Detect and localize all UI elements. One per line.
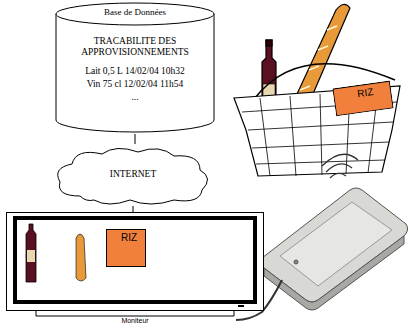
bottle-label [27,250,35,262]
internet-cloud: INTERNET [50,144,216,206]
cloud-label: INTERNET [50,169,216,180]
monitor-stand [36,311,234,316]
monitor-screen [15,218,255,302]
power-led [238,305,244,307]
record-text: Vin 75 cl 12/02/04 11h54 [61,79,209,90]
record-text: Lait 0,5 L 14/02/04 10h32 [61,66,209,77]
monitor-case [7,213,264,311]
rice-box: RIZ [106,229,152,267]
database-cylinder: Base de DonnéesTRACABILITE DES APPROVISI… [55,2,215,134]
box-label: RIZ [106,232,152,244]
cylinder-body [56,14,214,132]
screen-bread [76,234,86,281]
monitor: Moniteur RIZ [6,212,264,326]
monitor-label: Moniteur [6,317,264,325]
network-line [133,206,134,212]
network-line [135,134,136,144]
rfid-reader [260,154,407,310]
cylinder-top [56,3,214,25]
screen-bottle [26,224,36,282]
record-text: ... [61,92,209,103]
record-text: TRACABILITE DES APPROVISIONNEMENTS [61,36,209,58]
basket [234,4,400,176]
database-title: Base de Données [61,7,209,18]
